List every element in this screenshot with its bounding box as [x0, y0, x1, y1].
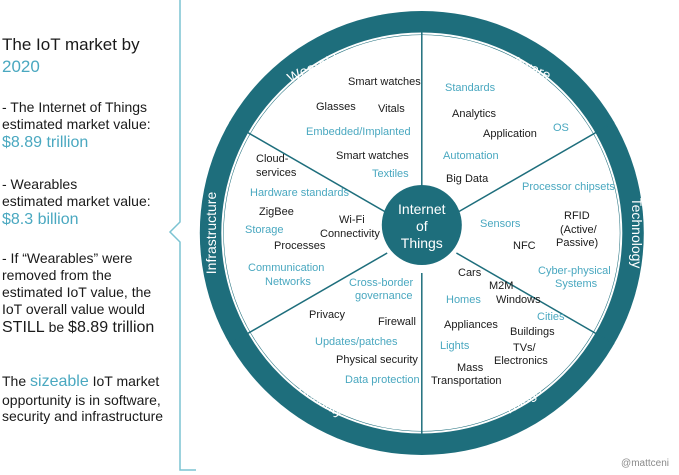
bullet1-line1: - The Internet of Things — [2, 99, 148, 115]
things-item-electronics: Electronics — [494, 355, 548, 367]
ring-label-technology: Technology — [629, 198, 645, 269]
infra-item-wifi: Wi-Fi — [339, 214, 365, 226]
sector-technology: Processor chipsets Sensors RFID (Active/… — [480, 181, 615, 290]
technology-item-sensors: Sensors — [480, 218, 521, 230]
infra-item-cloud: Cloud- — [256, 153, 289, 165]
technology-item-cyber-physical: Cyber-physical — [538, 265, 611, 277]
things-item-homes: Homes — [446, 294, 481, 306]
divider-upper-right — [456, 121, 615, 214]
infra-item-processes: Processes — [274, 240, 326, 252]
things-item-lights: Lights — [440, 340, 470, 352]
technology-item-active: (Active/ — [560, 224, 598, 236]
software-item-big-data: Big Data — [446, 173, 489, 185]
security-item-updates: Updates/patches — [315, 336, 398, 348]
center-line2: of — [416, 218, 428, 234]
divider-lower-left — [229, 252, 388, 345]
bullet-iot-value: - The Internet of Things estimated marke… — [2, 99, 151, 153]
things-item-mass: Mass — [457, 362, 484, 374]
bullet-wearables-value: - Wearables estimated market value: $8.3… — [2, 176, 151, 230]
conclusion-text: The sizeable IoT market opportunity is i… — [2, 372, 163, 424]
things-item-transportation: Transportation — [431, 375, 502, 387]
technology-item-passive: Passive) — [556, 237, 598, 249]
software-item-automation: Automation — [443, 150, 499, 162]
infra-item-zigbee: ZigBee — [259, 206, 294, 218]
technology-item-nfc: NFC — [513, 240, 536, 252]
bullet-wearables-removed: - If “Wearables” were removed from the e… — [2, 250, 154, 338]
software-item-standards: Standards — [445, 82, 496, 94]
left-rule — [168, 0, 196, 471]
security-item-governance: governance — [355, 290, 413, 302]
bullet3-line1: - If “Wearables” were — [2, 250, 133, 266]
security-item-physical-security: Physical security — [336, 354, 418, 366]
bullet3-line3: estimated IoT value, the — [2, 284, 152, 300]
things-item-m2m: M2M — [489, 280, 513, 292]
bullet3-line4: IoT overall value would — [2, 301, 145, 317]
bullet2-line1: - Wearables — [2, 176, 78, 192]
technology-item-systems: Systems — [555, 278, 598, 290]
infra-item-networks: Networks — [265, 276, 311, 288]
wearables-item-smart-watches-2: Smart watches — [336, 150, 409, 162]
wearables-item-smart-watches: Smart watches — [348, 76, 421, 88]
wearables-item-embedded: Embedded/Implanted — [306, 126, 411, 138]
title-year: 2020 — [2, 57, 40, 76]
conclusion-pre: The — [2, 373, 31, 389]
conclusion-line1-rest: IoT market — [88, 373, 160, 389]
security-item-privacy: Privacy — [309, 309, 346, 321]
bullet3-line2: removed from the — [2, 267, 112, 283]
sector-wearables: Smart watches Glasses Vitals Embedded/Im… — [306, 76, 421, 180]
center-hub — [381, 185, 462, 265]
conclusion-line3: security and infrastructure — [2, 408, 164, 424]
technology-item-rfid: RFID — [564, 210, 590, 222]
things-item-tvs: TVs/ — [513, 342, 537, 354]
author-credit: @mattceni — [621, 458, 669, 469]
bullet3-value: $8.89 trillion — [68, 319, 155, 336]
sector-dividers — [229, 11, 615, 455]
software-item-analytics: Analytics — [452, 108, 497, 120]
bullet2-value: $8.3 billion — [2, 211, 79, 228]
software-item-os: OS — [553, 122, 569, 134]
sector-security: Cross-border governance Privacy Firewall… — [309, 277, 420, 386]
things-item-windows: Windows — [496, 294, 541, 306]
center-line3: Things — [401, 235, 443, 251]
title-line1: The IoT market by — [2, 35, 140, 54]
conclusion-line2: opportunity is in software, — [2, 392, 161, 408]
software-item-application: Application — [483, 128, 537, 140]
security-item-firewall: Firewall — [378, 316, 416, 328]
infra-item-communication: Communication — [248, 262, 324, 274]
center-line1: Internet — [398, 201, 446, 217]
bullet1-line2: estimated market value: — [2, 116, 151, 132]
bullet1-value: $8.89 trillion — [2, 134, 89, 151]
things-item-buildings: Buildings — [510, 326, 555, 338]
bullet2-line2: estimated market value: — [2, 193, 151, 209]
wearables-item-vitals: Vitals — [378, 103, 405, 115]
ring-label-infrastructure: Infrastructure — [203, 192, 219, 275]
sector-infrastructure: Cloud- services Hardware standards ZigBe… — [245, 153, 380, 288]
sector-software: Standards Analytics Application OS Autom… — [443, 82, 569, 185]
divider-lower-right — [456, 252, 615, 345]
things-item-appliances: Appliances — [444, 319, 498, 331]
page-title: The IoT market by 2020 — [2, 34, 140, 78]
infra-item-connectivity: Connectivity — [320, 228, 380, 240]
conclusion-highlight: sizeable — [30, 373, 89, 390]
security-item-cross-border: Cross-border — [349, 277, 414, 289]
sector-things: Cars M2M Homes Windows Cities Appliances… — [431, 267, 565, 387]
things-item-cars: Cars — [458, 267, 482, 279]
bullet3-be: be — [44, 319, 69, 335]
wearables-item-glasses: Glasses — [316, 101, 356, 113]
infra-item-hardware-standards: Hardware standards — [250, 187, 350, 199]
left-panel: The IoT market by 2020 - The Internet of… — [0, 0, 182, 475]
infra-item-storage: Storage — [245, 224, 284, 236]
things-item-cities: Cities — [537, 311, 565, 323]
infra-item-services: services — [256, 167, 297, 179]
bullet3-still: STILL — [2, 319, 45, 336]
wearables-item-textiles: Textiles — [372, 168, 409, 180]
divider-upper-left — [229, 121, 388, 214]
technology-item-processor-chipsets: Processor chipsets — [522, 181, 615, 193]
security-item-data-protection: Data protection — [345, 374, 420, 386]
